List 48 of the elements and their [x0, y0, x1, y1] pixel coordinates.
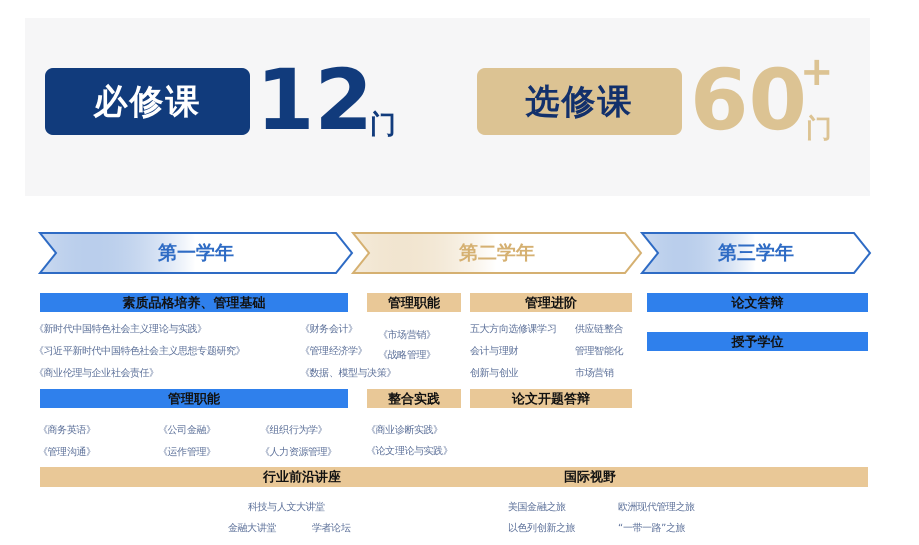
course-name: 《财务会计》	[300, 322, 358, 336]
year-heading-banner: 第一学年	[40, 233, 352, 273]
course-name: 美国金融之旅	[508, 500, 566, 514]
course-name: 《战略管理》	[378, 348, 436, 362]
course-name: 科技与人文大讲堂	[248, 500, 325, 514]
count-unit: 门	[806, 116, 832, 142]
course-name: 《组织行为学》	[260, 424, 328, 437]
section-header-bar: 管理职能	[367, 293, 461, 312]
course-name: 会计与理财	[470, 344, 518, 358]
band-heading: 行业前沿讲座	[263, 468, 341, 486]
course-name: “一带一路”之旅	[618, 522, 686, 535]
course-name: 《商业伦理与企业社会责任》	[34, 366, 159, 380]
year-heading-banner: 第三学年	[642, 233, 870, 273]
course-name: 金融大讲堂	[228, 522, 276, 535]
course-name: 创新与创业	[470, 366, 518, 380]
section-header-bar: 整合实践	[367, 389, 461, 408]
course-type-badge: 选修课	[477, 68, 682, 135]
section-header-bar: 管理职能	[40, 389, 348, 408]
course-name: 供应链整合	[575, 322, 624, 336]
course-name: 《运作管理》	[158, 446, 216, 459]
course-name: 《商务英语》	[38, 424, 96, 437]
course-name: 欧洲现代管理之旅	[618, 500, 695, 514]
course-name: 《市场营销》	[378, 328, 436, 342]
section-header-band	[40, 467, 868, 487]
course-name: 《人力资源管理》	[260, 446, 337, 459]
course-count: 12	[256, 58, 373, 142]
course-name: 五大方向选修课学习	[470, 322, 556, 336]
course-name: 以色列创新之旅	[508, 522, 576, 535]
section-header-bar: 素质品格培养、管理基础	[40, 293, 348, 312]
year-heading-banner: 第二学年	[353, 233, 641, 273]
course-name: 管理智能化	[575, 344, 624, 358]
course-name: 《数据、模型与决策》	[300, 366, 396, 380]
course-name: 《习近平新时代中国特色社会主义思想专题研究》	[34, 344, 246, 358]
course-name: 《论文理论与实践》	[366, 444, 452, 458]
band-heading: 国际视野	[564, 469, 616, 486]
section-header-bar: 论文答辩	[647, 293, 868, 312]
course-name: 《商业诊断实践》	[366, 424, 443, 437]
count-unit: 门	[370, 112, 396, 138]
section-header-bar: 管理进阶	[470, 293, 632, 312]
course-name: 学者论坛	[312, 522, 350, 535]
course-name: 《公司金融》	[158, 424, 216, 437]
course-name: 《管理沟通》	[38, 446, 96, 459]
course-name: 《新时代中国特色社会主义理论与实践》	[34, 322, 207, 336]
course-name: 市场营销	[575, 366, 614, 380]
section-header-bar: 授予学位	[647, 332, 868, 351]
course-name: 《管理经济学》	[300, 344, 368, 358]
course-type-badge: 必修课	[45, 68, 250, 135]
section-header-bar: 论文开题答辩	[470, 389, 632, 408]
